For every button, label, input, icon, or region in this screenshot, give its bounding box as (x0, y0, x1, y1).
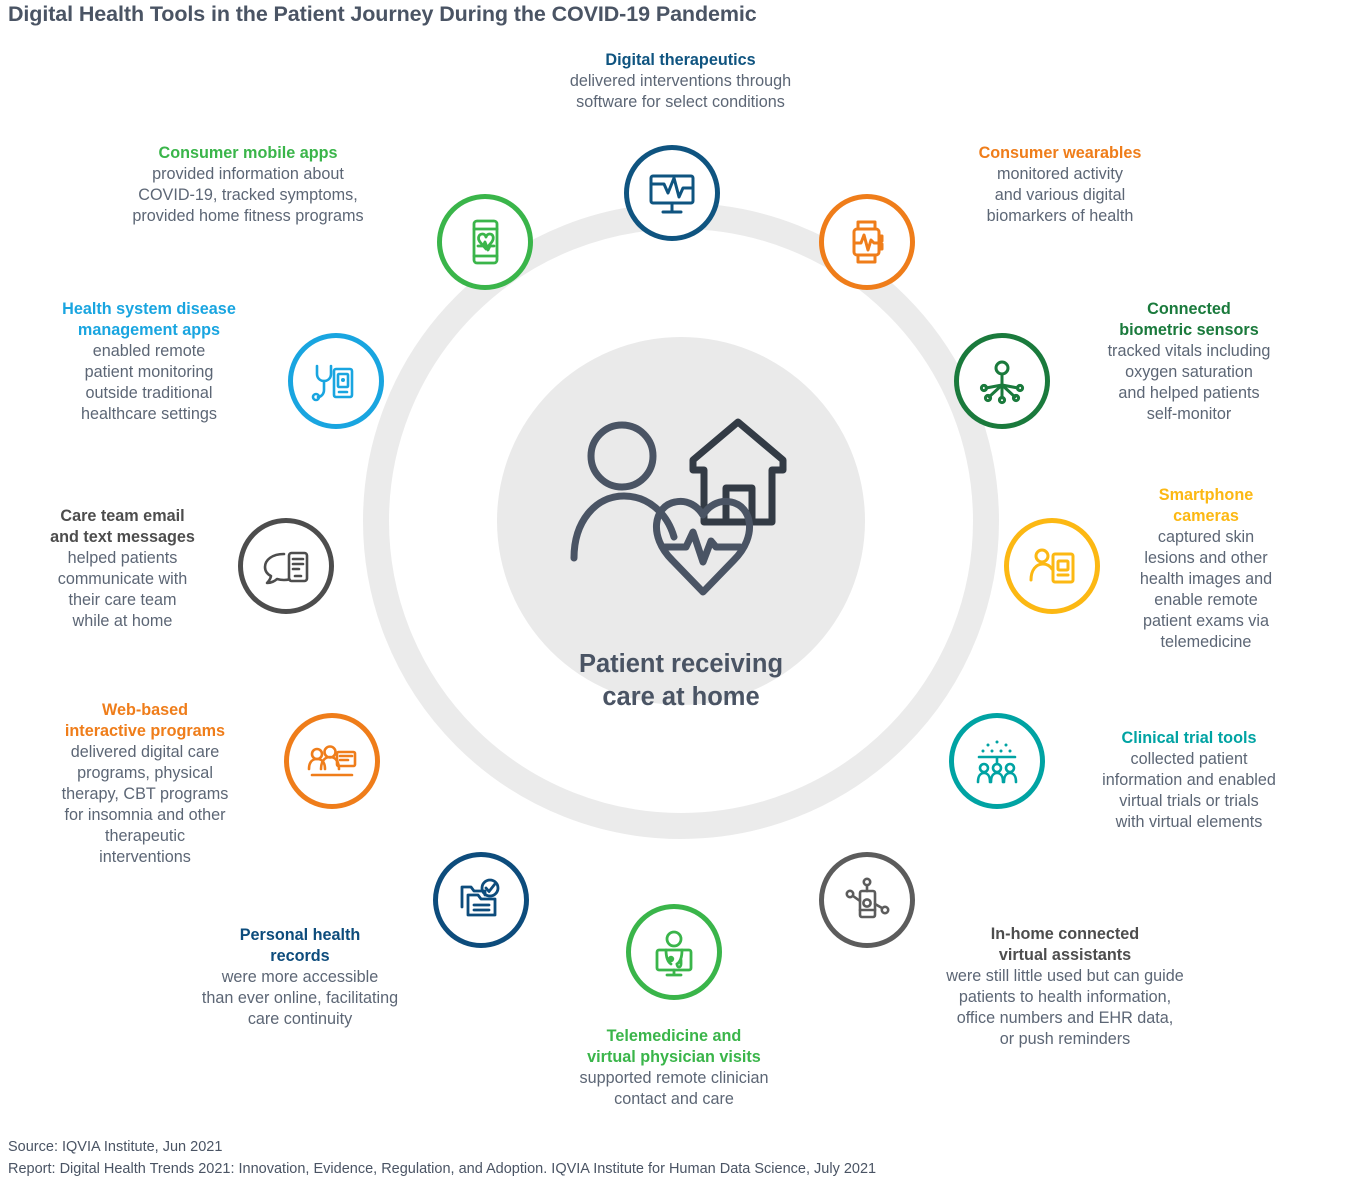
node-care-team-email-text-messages[interactable] (238, 518, 334, 614)
node-consumer-mobile-apps[interactable] (437, 194, 533, 290)
doctor-on-screen-icon (655, 930, 693, 977)
center-caption: Patient receiving care at home (578, 650, 784, 711)
monitor-ecg-icon (649, 174, 695, 214)
label-in-home-connected-virtual-assistants: In-home connected virtual assistants wer… (946, 925, 1184, 1049)
footer: Source: IQVIA Institute, Jun 2021 Report… (8, 1136, 876, 1181)
node-telemedicine-virtual-physician-visits[interactable] (626, 904, 722, 1000)
node-consumer-wearables[interactable] (819, 194, 915, 290)
smartwatch-pulse-icon (852, 220, 884, 264)
footer-source: Source: IQVIA Institute, Jun 2021 (8, 1139, 223, 1155)
label-care-team-email-text-messages: Care team email and text messages helped… (50, 507, 195, 631)
label-connected-biometric-sensors: Connected biometric sensors tracked vita… (1107, 300, 1271, 424)
node-web-based-interactive-programs[interactable] (284, 713, 380, 809)
footer-report: Report: Digital Health Trends 2021: Inno… (8, 1161, 877, 1178)
label-consumer-mobile-apps: Consumer mobile apps provided informatio… (132, 144, 364, 226)
node-smartphone-cameras[interactable] (1004, 518, 1100, 614)
page-title: Digital Health Tools in the Patient Jour… (8, 2, 757, 26)
records-check-icon (460, 878, 500, 917)
label-web-based-interactive-programs: Web-based interactive programs delivered… (61, 701, 229, 867)
message-phone-icon (263, 551, 309, 585)
node-connected-biometric-sensors[interactable] (954, 333, 1050, 429)
trial-participants-data-icon (976, 740, 1018, 784)
node-personal-health-records[interactable] (433, 852, 529, 948)
biometric-sensor-node-icon (979, 360, 1025, 405)
label-smartphone-cameras: Smartphone cameras captured skin lesions… (1139, 486, 1273, 652)
label-digital-therapeutics: Digital therapeutics delivered intervent… (569, 51, 792, 112)
center-disc (497, 337, 865, 705)
label-clinical-trial-tools: Clinical trial tools collected patient i… (1102, 729, 1276, 832)
node-digital-therapeutics[interactable] (624, 145, 720, 241)
phone-heart-pulse-icon (472, 219, 499, 265)
node-in-home-connected-virtual-assistants[interactable] (819, 852, 915, 948)
node-clinical-trial-tools[interactable] (949, 713, 1045, 809)
phone-camera-person-icon (1029, 548, 1075, 584)
patient-home-heart-icon (570, 418, 787, 596)
node-health-system-disease-management-apps[interactable] (288, 333, 384, 429)
label-consumer-wearables: Consumer wearables monitored activity an… (978, 144, 1142, 226)
label-personal-health-records: Personal health records were more access… (201, 926, 399, 1029)
stethoscope-tablet-icon (311, 364, 354, 402)
group-video-program-icon (307, 745, 357, 777)
label-health-system-disease-management-apps: Health system disease management apps en… (62, 300, 236, 424)
connected-assistant-device-icon (845, 877, 890, 919)
label-telemedicine-virtual-physician-visits: Telemedicine and virtual physician visit… (579, 1027, 769, 1109)
